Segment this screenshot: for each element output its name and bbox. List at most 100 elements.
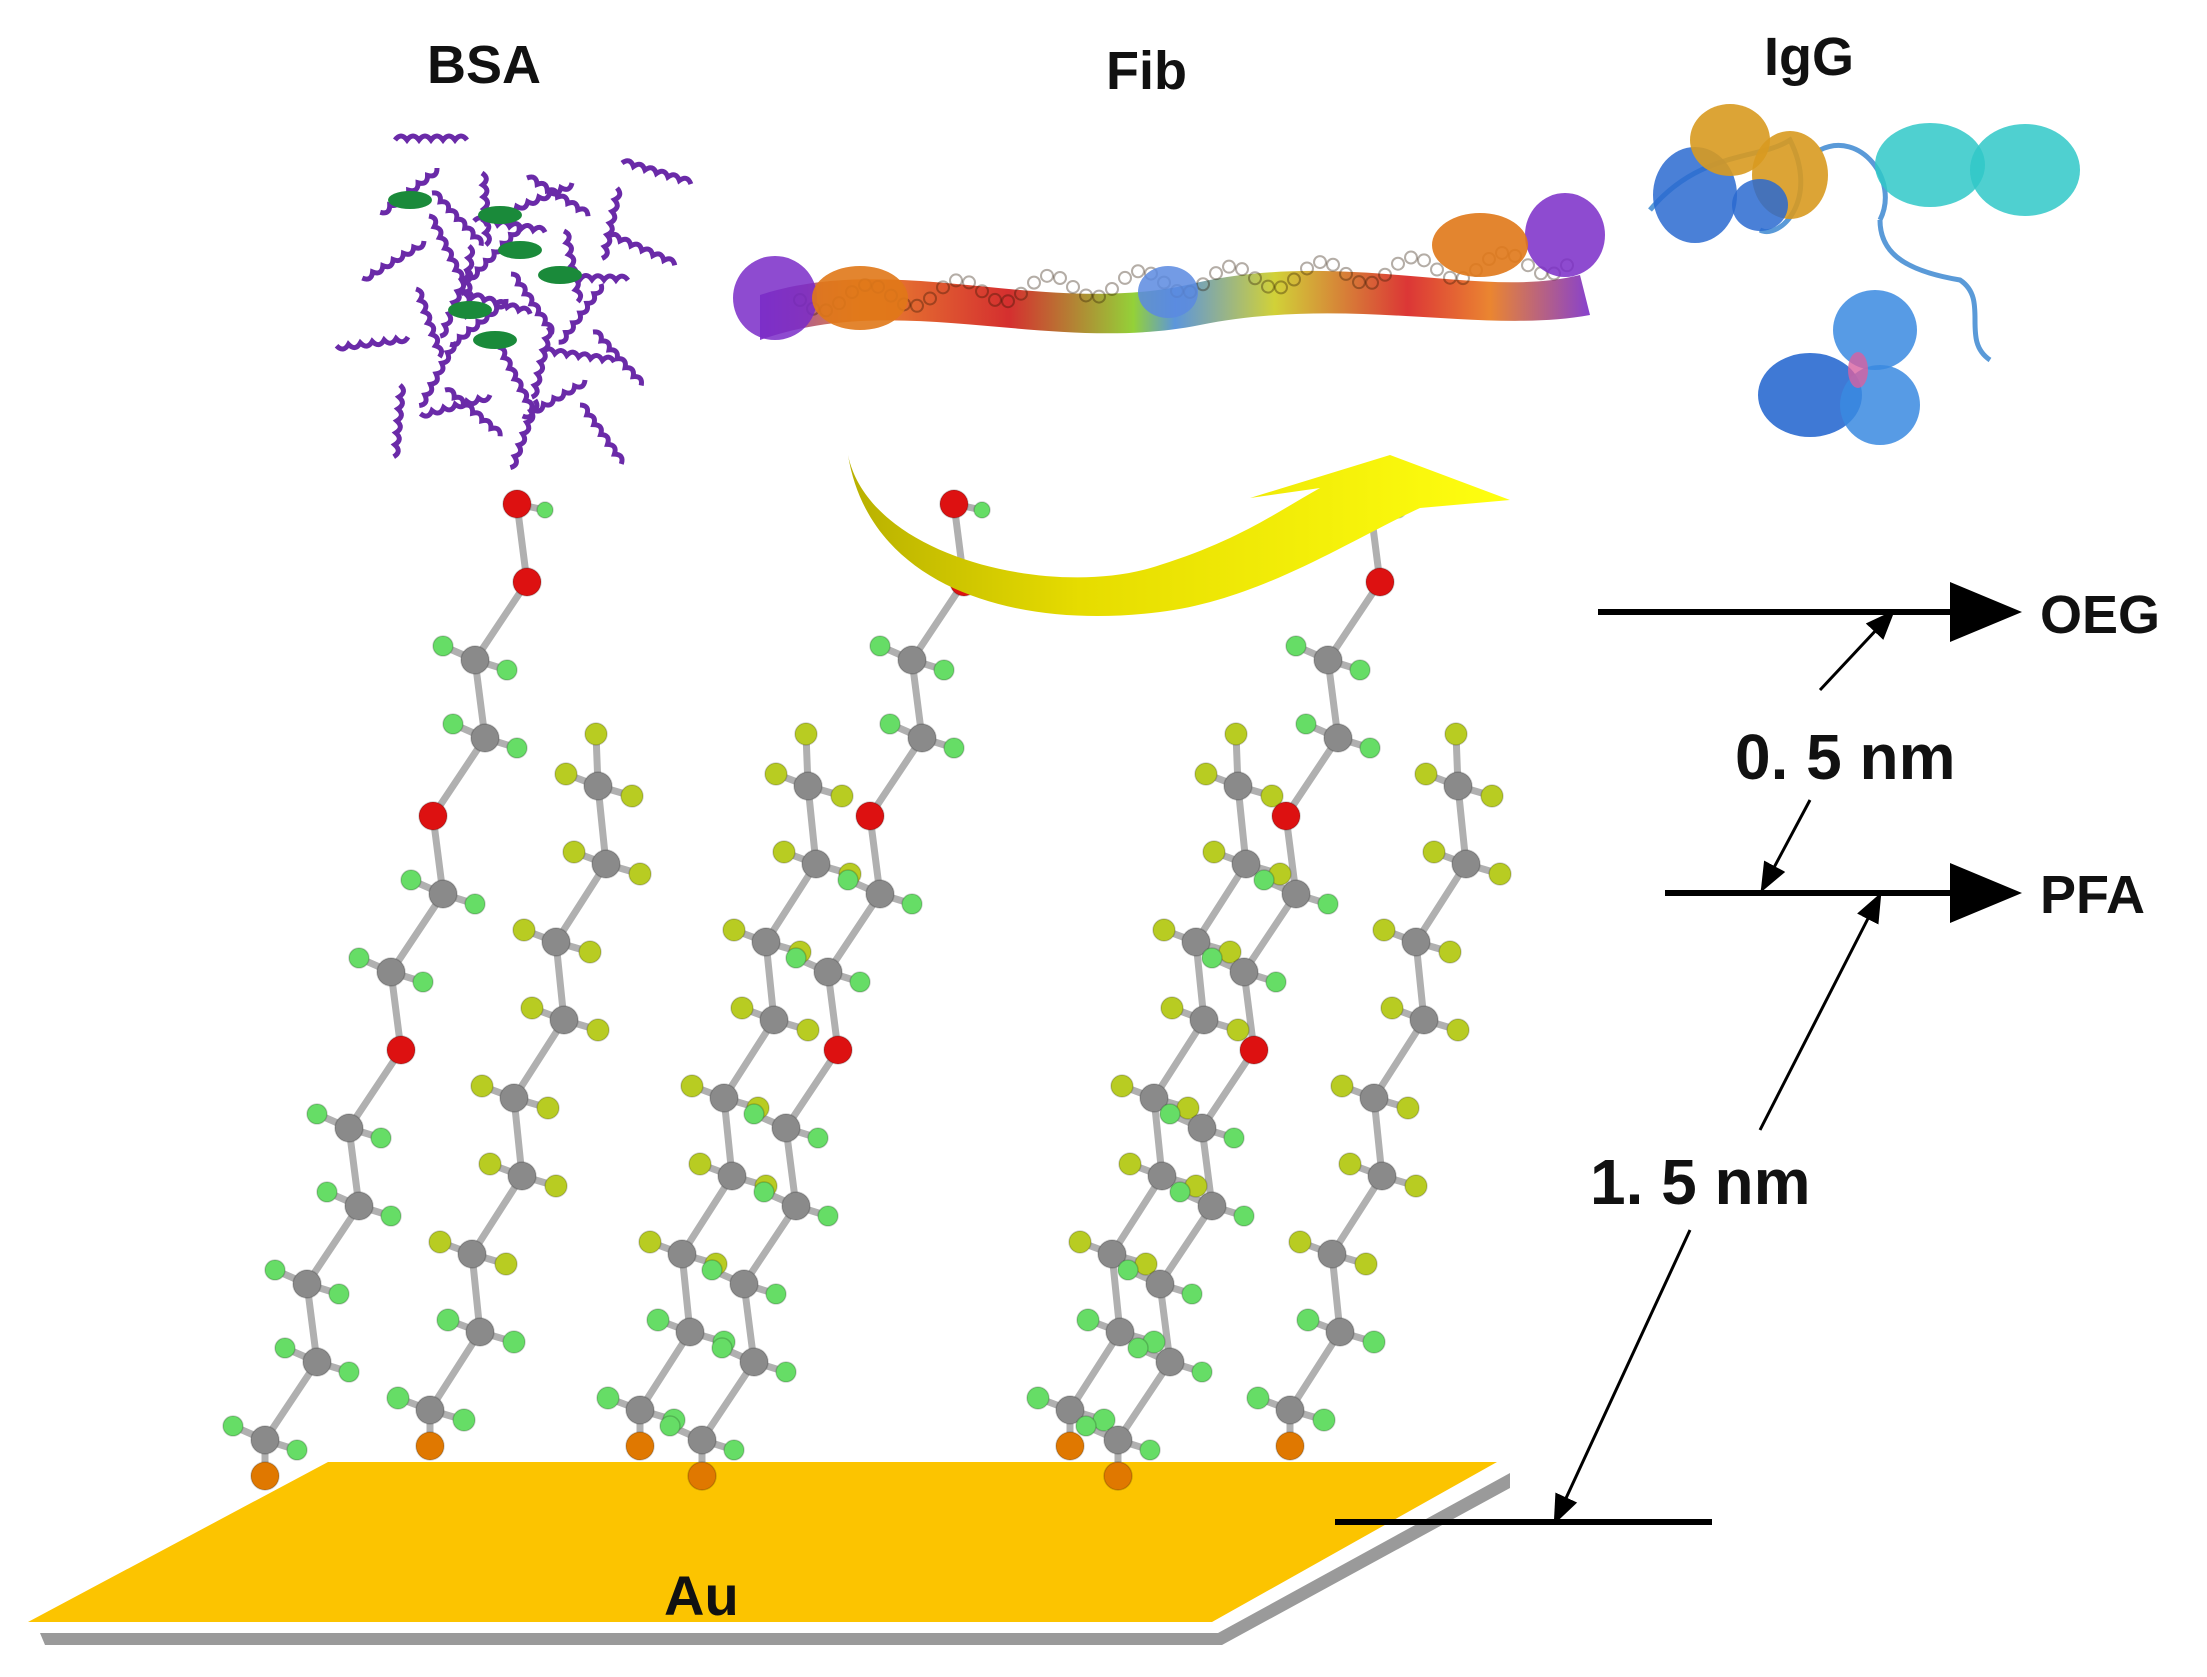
bond — [387, 890, 447, 976]
hydrogen-atom — [496, 659, 518, 681]
bsa-label: BSA — [427, 35, 542, 95]
carbon-atom — [1145, 1269, 1175, 1299]
bsa-helix — [472, 215, 548, 235]
carbon-atom — [729, 1269, 759, 1299]
top-gap-arrow-up — [1818, 609, 1896, 692]
fluorine-atom — [1446, 1018, 1470, 1042]
fib-label: Fib — [1106, 41, 1187, 101]
carbon-atom — [1187, 1113, 1217, 1143]
bsa-helix — [600, 186, 623, 261]
hydrogen-atom — [701, 1259, 723, 1281]
hydrogen-atom — [1201, 947, 1223, 969]
sulfur-atom — [687, 1461, 717, 1491]
sam-molecules — [222, 489, 1512, 1491]
fib-coil — [1222, 259, 1236, 274]
fib-coil — [936, 280, 950, 295]
fib-coil — [1027, 275, 1041, 290]
bond — [345, 1046, 405, 1132]
carbon-atom — [302, 1347, 332, 1377]
oxygen-atom — [1365, 567, 1395, 597]
carbon-atom — [1323, 723, 1353, 753]
carbon-atom — [801, 849, 831, 879]
bond — [908, 578, 968, 664]
bottom-gap-label: 1. 5 nm — [1590, 1146, 1811, 1218]
hydrogen-atom — [1181, 1283, 1203, 1305]
fluorine-atom — [1152, 918, 1176, 942]
fluorine-atom — [772, 840, 796, 864]
bsa-helix — [592, 329, 644, 386]
fluorine-atom — [1438, 940, 1462, 964]
fluorine-atom — [1338, 1152, 1362, 1176]
fib-coil — [1300, 261, 1314, 276]
fluorine-atom — [578, 940, 602, 964]
hydrogen-atom — [807, 1127, 829, 1149]
hydrogen-atom — [753, 1181, 775, 1203]
carbon-atom — [1443, 771, 1473, 801]
hydrogen-atom — [659, 1415, 681, 1437]
fib-coil — [923, 291, 937, 306]
fluorine-atom — [586, 1018, 610, 1042]
hydrogen-atom — [1253, 869, 1275, 891]
fluorine-atom — [1194, 762, 1218, 786]
hydrogen-atom — [837, 869, 859, 891]
carbon-atom — [591, 849, 621, 879]
fluorine-atom — [1160, 996, 1184, 1020]
hydrogen-atom — [400, 869, 422, 891]
bond — [510, 1016, 568, 1102]
fluorine-atom — [628, 862, 652, 886]
hydrogen-atom — [464, 893, 486, 915]
fluorine-atom — [1414, 762, 1438, 786]
hydrogen-atom — [775, 1361, 797, 1383]
carbon-atom — [793, 771, 823, 801]
hydrogen-atom — [442, 713, 464, 735]
bond — [782, 1046, 842, 1132]
hydrogen-atom — [432, 635, 454, 657]
fluorine-atom — [794, 722, 818, 746]
carbon-atom — [583, 771, 613, 801]
carbon-atom — [675, 1317, 705, 1347]
hydrogen-atom — [743, 1103, 765, 1125]
carbon-atom — [1139, 1083, 1169, 1113]
bond — [468, 1172, 526, 1258]
fib-coil — [1339, 266, 1353, 281]
fib-coil — [1326, 257, 1340, 272]
bsa-ligand — [473, 331, 517, 349]
carbon-atom — [541, 927, 571, 957]
fib-coil — [1287, 272, 1301, 287]
fib-coil — [1235, 262, 1249, 277]
bsa-ligand — [448, 301, 492, 319]
fib-coil — [1521, 258, 1535, 273]
carbon-atom — [1229, 957, 1259, 987]
hydrogen-atom — [1159, 1103, 1181, 1125]
bsa-helix — [510, 271, 555, 335]
bond — [1156, 1202, 1216, 1288]
bsa-helix — [607, 231, 678, 266]
carbon-atom — [1325, 1317, 1355, 1347]
bond — [1412, 860, 1470, 946]
hydrogen-atom — [1075, 1415, 1097, 1437]
bond — [1286, 1328, 1344, 1414]
fluorine-atom — [730, 996, 754, 1020]
hydrogen-atom — [711, 1337, 733, 1359]
fib-coil — [962, 275, 976, 290]
fluorine-atom — [544, 1174, 568, 1198]
carbon-atom — [334, 1113, 364, 1143]
fib-coil — [1352, 275, 1366, 290]
carbon-atom — [625, 1395, 655, 1425]
fluorine-atom — [494, 1252, 518, 1276]
hydrogen-atom — [306, 1103, 328, 1125]
hydrogen-atom — [869, 635, 891, 657]
fluorine-atom — [1118, 1152, 1142, 1176]
carbon-atom — [415, 1395, 445, 1425]
pfa-label: PFA — [2040, 865, 2146, 925]
bond — [1108, 1172, 1166, 1258]
oxygen-atom — [855, 801, 885, 831]
bond — [1328, 1172, 1386, 1258]
fib-coil — [1040, 268, 1054, 283]
bond — [429, 734, 489, 820]
bond — [740, 1202, 800, 1288]
fluorine-atom — [1068, 1230, 1092, 1254]
oxygen-atom — [939, 489, 969, 519]
bond — [720, 1016, 778, 1102]
